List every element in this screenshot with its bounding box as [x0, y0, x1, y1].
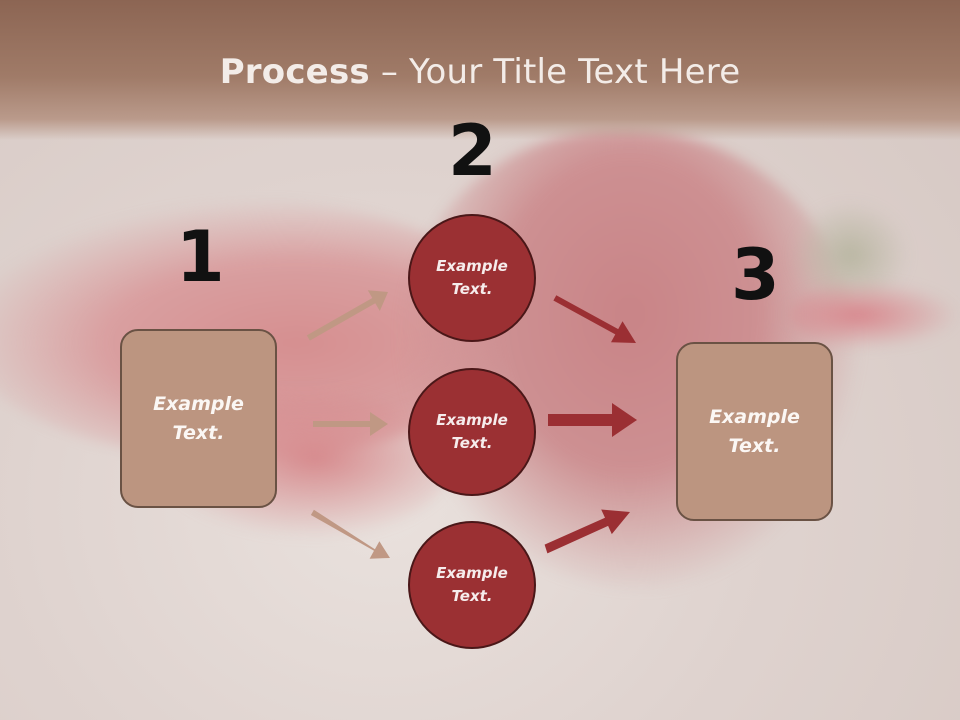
step-3-box-text-line2: Text. [728, 434, 781, 457]
step-3-box: Example Text. [676, 342, 833, 521]
title-bold-word: Process [219, 52, 370, 92]
arrow-box1-to-circle-middle [313, 412, 388, 436]
circle-middle-text-line1: Example [436, 410, 508, 429]
step-1-box: Example Text. [120, 329, 277, 508]
step-3-box-text-line1: Example [709, 406, 800, 428]
arrow-circle-top-to-box3 [553, 295, 636, 343]
arrow-circle-bottom-to-box3 [544, 509, 630, 554]
circle-top-text-line2: Text. [451, 280, 493, 298]
circle-top-text: Example Text. [436, 255, 508, 302]
step-number-1: 1 [176, 216, 225, 298]
step-2-circle-top: Example Text. [408, 214, 536, 342]
step-2-circle-bottom: Example Text. [408, 521, 536, 649]
step-1-box-text-line2: Text. [172, 421, 225, 444]
circle-bottom-text: Example Text. [436, 562, 508, 609]
step-2-circle-middle: Example Text. [408, 368, 536, 496]
step-1-box-text-line1: Example [153, 393, 244, 415]
step-number-2: 2 [448, 110, 497, 192]
step-3-box-text: Example Text. [709, 403, 800, 460]
circle-bottom-text-line2: Text. [451, 587, 493, 605]
circle-middle-text-line2: Text. [451, 434, 493, 452]
circle-top-text-line1: Example [436, 256, 508, 275]
step-1-box-text: Example Text. [153, 390, 244, 447]
title-rest: – Your Title Text Here [369, 52, 741, 92]
arrow-box1-to-circle-bottom [310, 509, 390, 559]
left-arrows [306, 290, 390, 559]
background-nail-shape [790, 280, 960, 350]
arrow-circle-middle-to-box3 [548, 403, 637, 437]
slide-title: Process – Your Title Text Here [0, 52, 960, 92]
step-number-3: 3 [731, 234, 780, 316]
arrow-box1-to-circle-top [306, 290, 388, 341]
right-arrows [544, 295, 637, 554]
title-band [0, 0, 960, 140]
circle-bottom-text-line1: Example [436, 563, 508, 582]
circle-middle-text: Example Text. [436, 409, 508, 456]
